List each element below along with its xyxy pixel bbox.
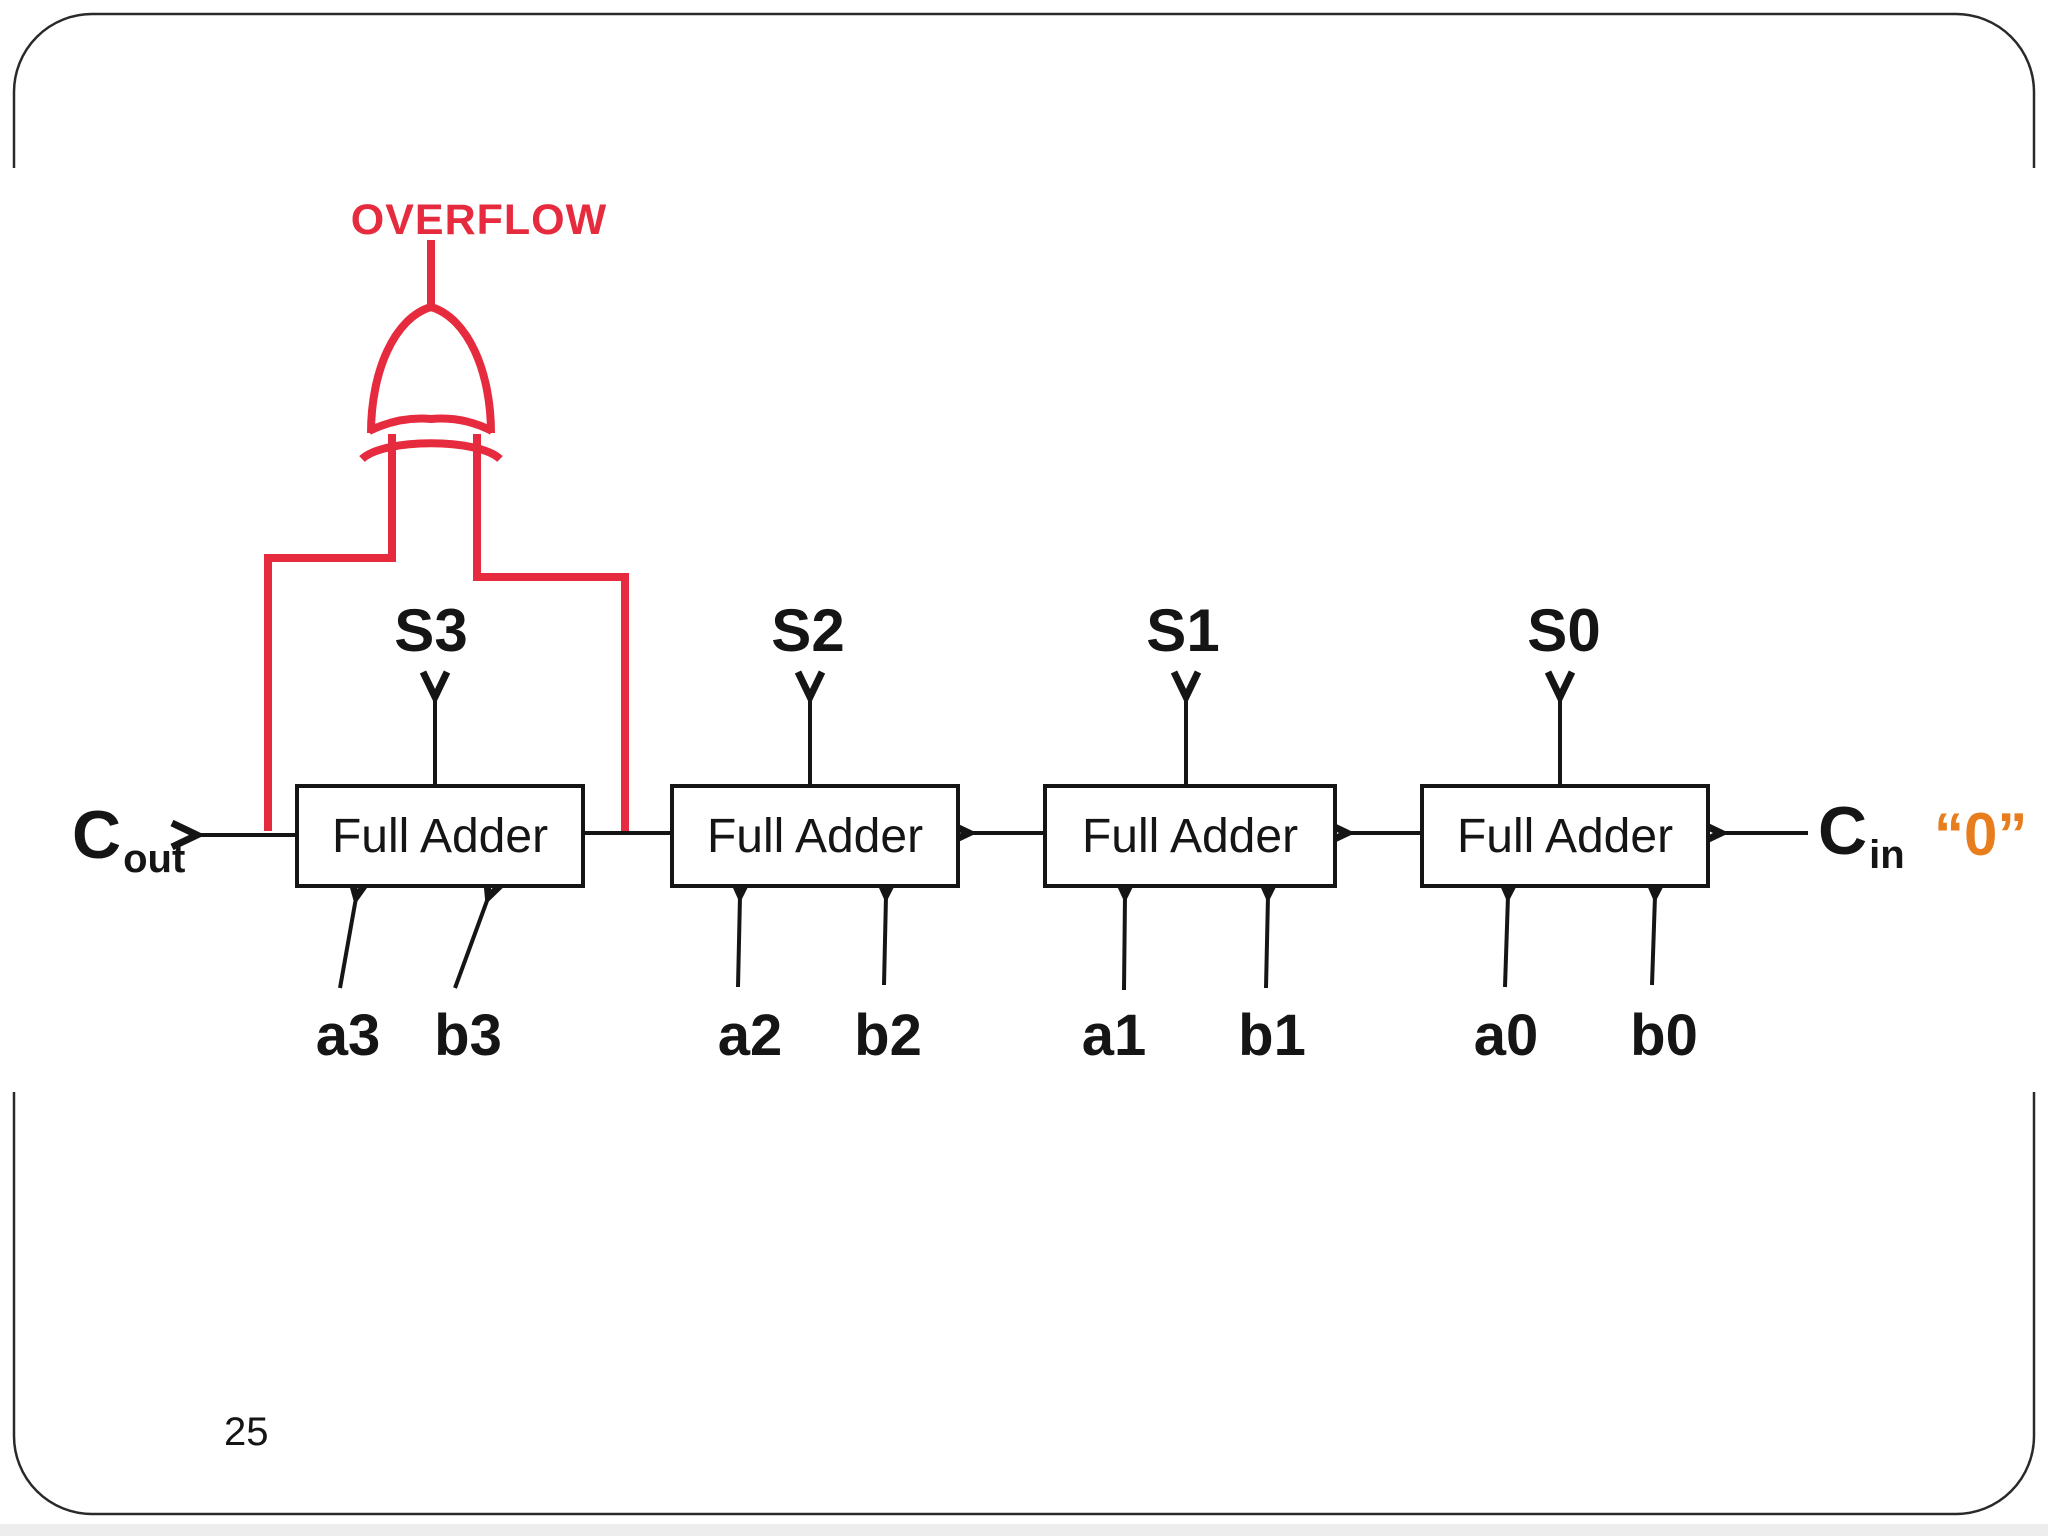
page-number: 25 <box>224 1410 269 1454</box>
full-adder-box-bit0: Full Adder <box>1420 784 1710 888</box>
input-label-b0: b0 <box>1630 1003 1698 1068</box>
overflow-tap-wires <box>264 434 629 831</box>
overflow-label: OVERFLOW <box>350 196 608 244</box>
full-adder-box-bit1: Full Adder <box>1043 784 1337 888</box>
carry-in-letter: C <box>1818 793 1868 869</box>
input-arrow-a1 <box>1124 896 1125 991</box>
input-arrow-a3 <box>338 898 356 989</box>
sum-label-s1: S1 <box>1146 597 1220 664</box>
sum-label-s2: S2 <box>771 597 845 664</box>
full-adder-box-bit2: Full Adder <box>670 784 960 888</box>
input-label-a0: a0 <box>1473 1003 1539 1068</box>
full-adder-box-bit3: Full Adder <box>295 784 585 888</box>
input-label-b3: b3 <box>434 1003 502 1068</box>
input-label-b1: b1 <box>1238 1003 1306 1068</box>
sum-label-s0: S0 <box>1527 597 1601 664</box>
input-arrow-b2 <box>884 896 886 986</box>
carry-out-letter: C <box>72 797 122 873</box>
carry-in-label: Cin <box>1818 792 1905 877</box>
input-label-b2: b2 <box>854 1003 922 1068</box>
xor-gate-icon <box>359 240 503 463</box>
input-arrow-b1 <box>1266 896 1268 989</box>
carry-out-subscript: out <box>123 837 186 881</box>
carry-in-value-label: “0” <box>1934 801 2028 868</box>
carry-out-label: Cout <box>72 796 185 881</box>
sum-label-s3: S3 <box>394 597 468 664</box>
input-arrow-b3 <box>453 898 488 989</box>
input-arrow-a2 <box>738 896 740 988</box>
input-arrow-a0 <box>1505 896 1508 988</box>
input-label-a1: a1 <box>1081 1003 1147 1068</box>
input-label-a3: a3 <box>315 1003 381 1068</box>
carry-in-subscript: in <box>1869 833 1905 877</box>
slide-border <box>0 12 2048 1536</box>
input-label-a2: a2 <box>717 1003 783 1068</box>
input-arrow-b0 <box>1652 896 1655 986</box>
